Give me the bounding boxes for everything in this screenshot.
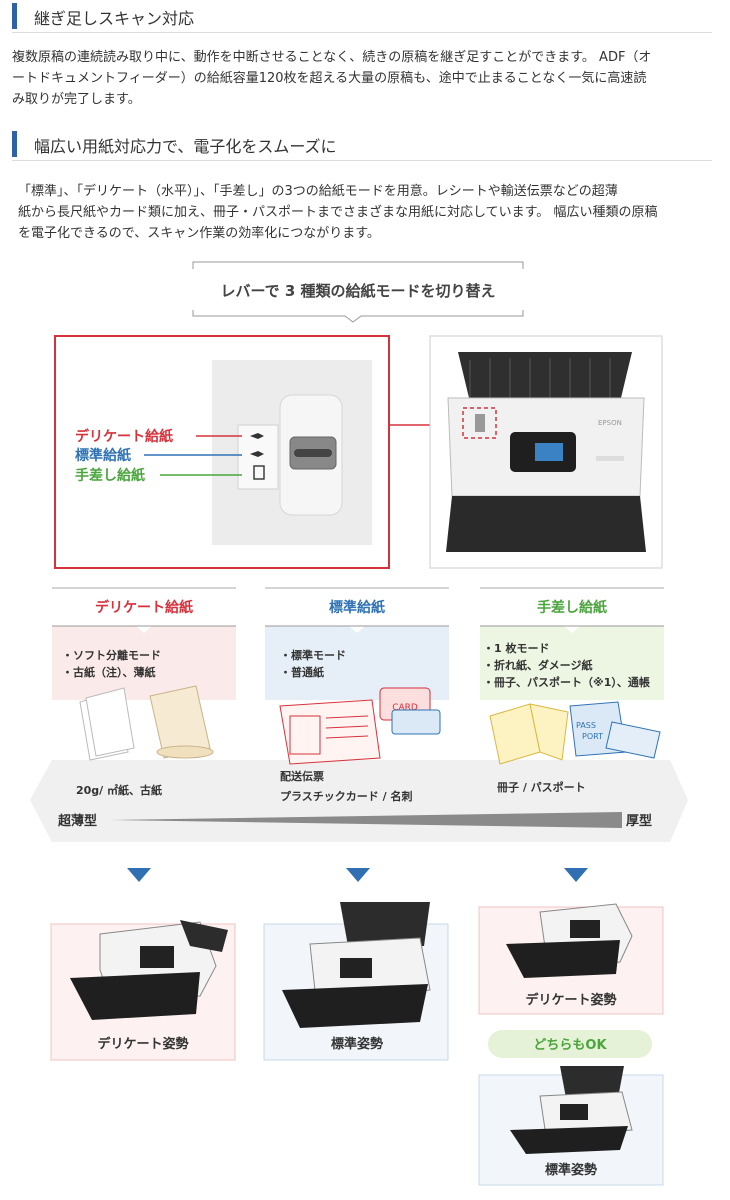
bullet-item: ・標準モード bbox=[280, 648, 346, 662]
figure-title-box: レバーで 3 種類の給紙モードを切り替え bbox=[192, 261, 524, 323]
bullet-item: ・普通紙 bbox=[280, 665, 324, 679]
feed-mode-figure: レバーで 3 種類の給紙モードを切り替え デリケート給紙 標準給紙 手差し給紙 bbox=[0, 260, 730, 1200]
lever-callout: デリケート給紙 標準給紙 手差し給紙 bbox=[54, 335, 390, 569]
passport-label: PASS bbox=[576, 721, 596, 730]
heading-text: 継ぎ足しスキャン対応 bbox=[34, 9, 195, 28]
posture-delicate-left: デリケート姿勢 bbox=[50, 920, 236, 1061]
media-label: 配送伝票 bbox=[280, 769, 324, 783]
posture-standard-mid: 標準姿勢 bbox=[263, 902, 449, 1061]
scale-right-label: 厚型 bbox=[626, 813, 652, 829]
bullet-item: ・ソフト分離モード bbox=[62, 648, 161, 662]
paragraph-line: ートドキュメントフィーダー）の給紙容量120枚を超える大量の原稿も、途中で止まる… bbox=[12, 71, 647, 86]
posture-label: デリケート姿勢 bbox=[525, 992, 616, 1008]
both-ok-label: どちらもOK bbox=[533, 1038, 607, 1053]
section-heading-1: 継ぎ足しスキャン対応 bbox=[12, 3, 712, 33]
column-headings: デリケート給紙 標準給紙 手差し給紙 bbox=[52, 587, 664, 616]
heading-accent-bar bbox=[12, 3, 17, 29]
heading-accent-bar bbox=[12, 131, 17, 157]
delicate-mode-icon bbox=[250, 433, 264, 439]
posture-standard-right: 標準姿勢 bbox=[478, 1066, 664, 1186]
scanner-photo: EPSON bbox=[429, 335, 663, 569]
label-delicate-feed: デリケート給紙 bbox=[75, 428, 173, 445]
posture-label: デリケート姿勢 bbox=[97, 1036, 188, 1052]
posture-label: 標準姿勢 bbox=[331, 1036, 383, 1052]
label-standard-feed: 標準給紙 bbox=[75, 447, 131, 464]
card-label: CARD bbox=[392, 703, 418, 713]
scale-left-label: 超薄型 bbox=[58, 813, 97, 829]
posture-label: 標準姿勢 bbox=[545, 1162, 597, 1178]
section-heading-2: 幅広い用紙対応力で、電子化をスムーズに bbox=[12, 131, 712, 161]
booklet-passport-illustration: PASS PORT bbox=[489, 701, 661, 765]
down-arrow-icon bbox=[346, 868, 370, 882]
bullet-item: ・冊子、パスポート（※1）、通帳 bbox=[483, 675, 650, 689]
label-manual-feed: 手差し給紙 bbox=[75, 467, 145, 484]
waybill-card-illustration: CARD bbox=[279, 687, 441, 765]
paragraph-line: を電子化できるので、スキャン作業の効率化につながります。 bbox=[18, 226, 380, 241]
bullet-item: ・古紙（注）、薄紙 bbox=[62, 665, 156, 679]
passport-label: PORT bbox=[582, 732, 603, 741]
thickness-scale: 超薄型 厚型 20g/ ㎡紙、古紙 配送伝票 プラスチックカード / 名刺 冊子… bbox=[30, 760, 688, 842]
both-ok-badge: どちらもOK bbox=[488, 1030, 652, 1058]
figure-title: レバーで 3 種類の給紙モードを切り替え bbox=[221, 282, 496, 300]
paragraph-line: 複数原稿の連続読み取り中に、動作を中断させることなく、続きの原稿を継ぎ足すことが… bbox=[12, 50, 652, 65]
paragraph-1: 複数原稿の連続読み取り中に、動作を中断させることなく、続きの原稿を継ぎ足すことが… bbox=[12, 47, 718, 110]
col-heading-manual: 手差し給紙 bbox=[537, 599, 607, 616]
col-heading-standard: 標準給紙 bbox=[329, 599, 385, 616]
media-label: プラスチックカード / 名刺 bbox=[280, 789, 412, 803]
heading-text: 幅広い用紙対応力で、電子化をスムーズに bbox=[34, 137, 337, 156]
standard-mode-icon bbox=[250, 451, 264, 457]
paragraph-line: 紙から長尺紙やカード類に加え、冊子・パスポートまでさまざまな用紙に対応しています… bbox=[18, 205, 658, 220]
posture-delicate-right: デリケート姿勢 bbox=[478, 903, 664, 1015]
column-boxes: ・ソフト分離モード ・古紙（注）、薄紙 ・標準モード ・普通紙 ・1 枚モード … bbox=[52, 625, 664, 700]
paragraph-line: み取りが完了します。 bbox=[12, 92, 141, 107]
paragraph-2: 「標準」、「デリケート（水平）」、「手差し」の3つの給紙モードを用意。レシートや… bbox=[18, 181, 718, 244]
thin-paper-illustration bbox=[79, 685, 214, 761]
bullet-item: ・折れ紙、ダメージ紙 bbox=[483, 658, 592, 672]
col-heading-delicate: デリケート給紙 bbox=[95, 599, 193, 616]
paragraph-line: 「標準」、「デリケート（水平）」、「手差し」の3つの給紙モードを用意。レシートや… bbox=[18, 184, 618, 199]
media-label: 20g/ ㎡紙、古紙 bbox=[76, 783, 162, 797]
media-label: 冊子 / パスポート bbox=[497, 780, 586, 794]
scanner-brand: EPSON bbox=[598, 419, 622, 427]
bullet-item: ・1 枚モード bbox=[483, 641, 549, 655]
down-arrow-icon bbox=[564, 868, 588, 882]
manual-mode-icon bbox=[253, 465, 265, 480]
down-arrow-icon bbox=[127, 868, 151, 882]
